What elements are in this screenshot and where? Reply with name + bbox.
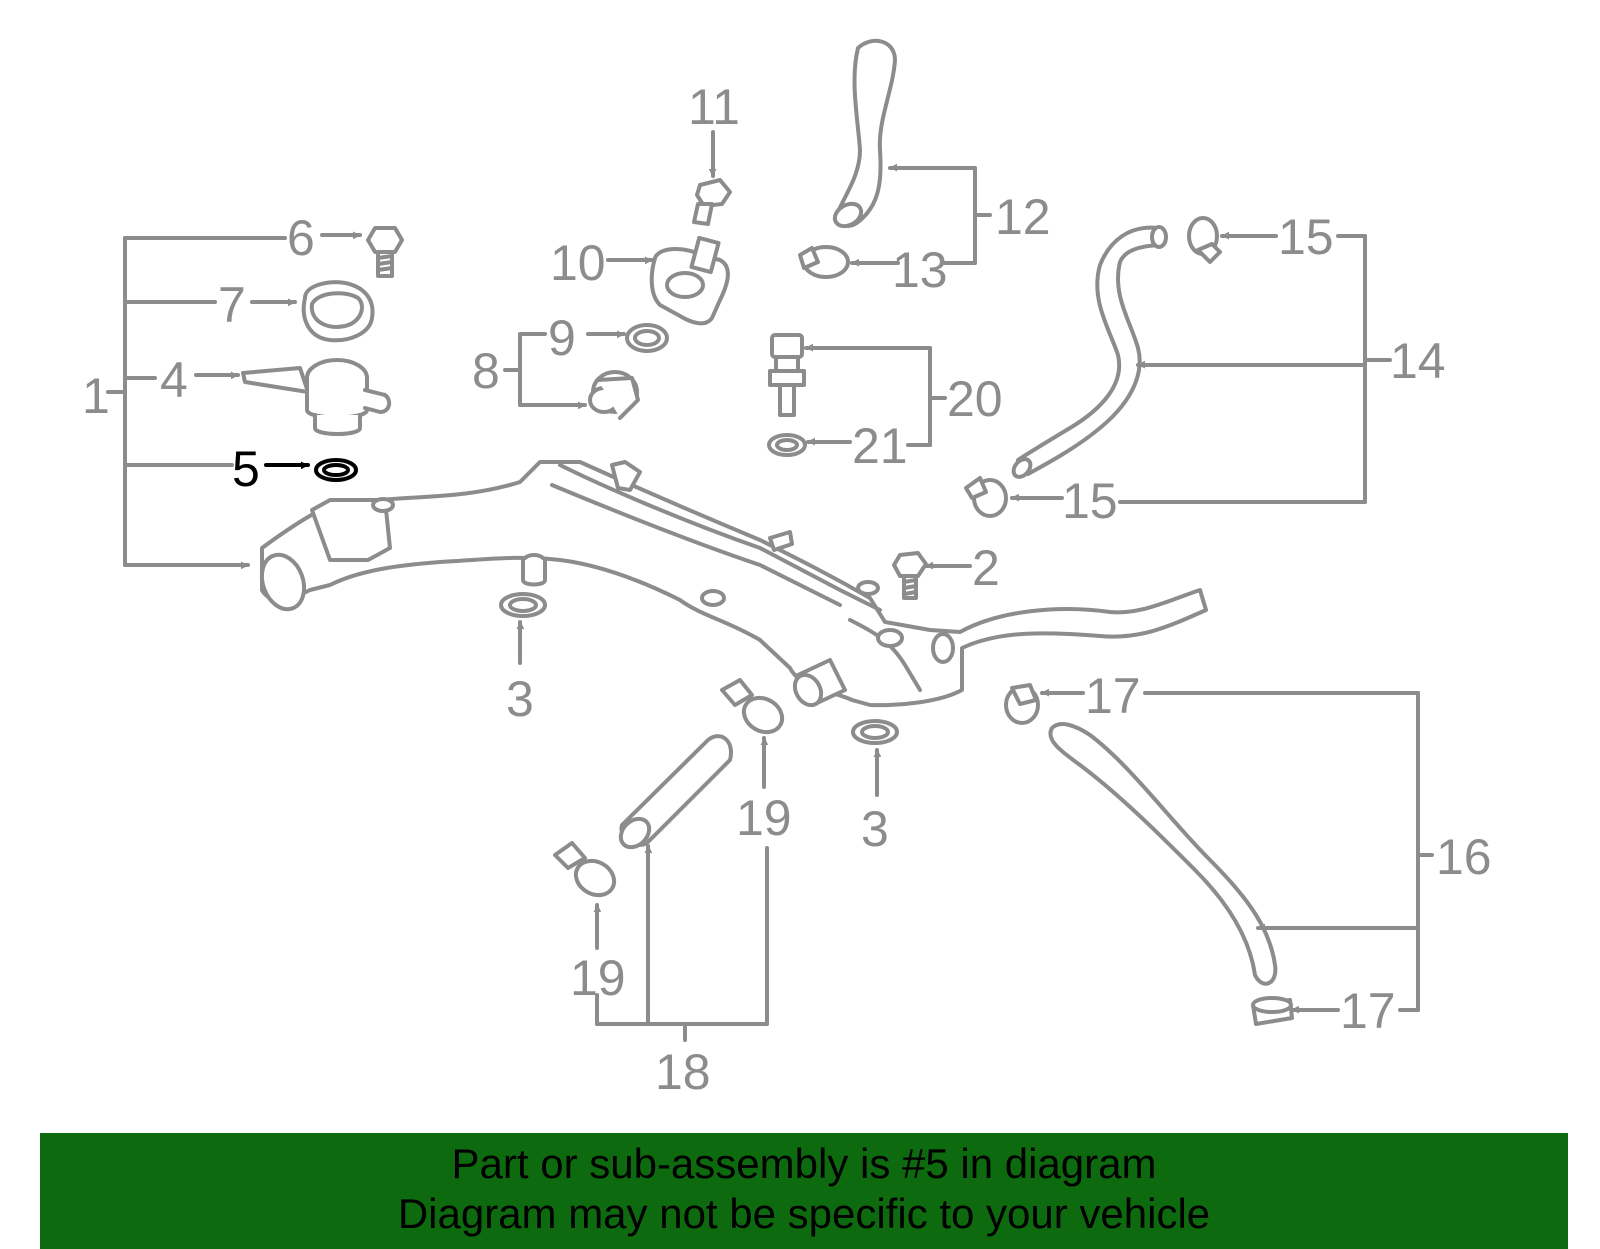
part-17-clamp-bottom[interactable] xyxy=(1251,996,1294,1026)
label-16: 16 xyxy=(1436,829,1492,885)
part-4-housing[interactable] xyxy=(241,358,392,436)
part-18-hose[interactable] xyxy=(615,734,733,853)
part-19-clamp-upper[interactable] xyxy=(720,678,788,739)
part-12-upper-hose[interactable] xyxy=(831,38,897,231)
callout-labels: 1 2 3 3 4 5 6 7 8 9 10 11 12 13 14 15 15… xyxy=(82,79,1492,1100)
part-10-outlet[interactable] xyxy=(649,235,730,326)
label-15-bottom: 15 xyxy=(1062,473,1118,529)
label-19-upper: 19 xyxy=(736,790,792,846)
label-20: 20 xyxy=(947,371,1003,427)
label-3-right: 3 xyxy=(861,801,889,857)
part-3-oring-right[interactable] xyxy=(851,719,899,745)
part-20-sensor[interactable] xyxy=(768,333,806,417)
label-7: 7 xyxy=(218,277,246,333)
part-7-cover[interactable] xyxy=(301,280,375,343)
part-13-clamp[interactable] xyxy=(798,245,850,279)
label-13: 13 xyxy=(892,242,948,298)
leader-lines xyxy=(106,130,1434,1042)
label-17-bottom: 17 xyxy=(1340,983,1396,1039)
label-17-top: 17 xyxy=(1085,668,1141,724)
part-8-thermostat[interactable] xyxy=(588,370,640,420)
water-pipe-assembly[interactable] xyxy=(255,460,1208,710)
part-5-gasket[interactable] xyxy=(314,458,358,482)
label-15-top: 15 xyxy=(1278,209,1334,265)
label-10: 10 xyxy=(550,235,606,291)
label-12: 12 xyxy=(995,189,1051,245)
info-banner: Part or sub-assembly is #5 in diagram Di… xyxy=(40,1133,1568,1249)
banner-line-1: Part or sub-assembly is #5 in diagram xyxy=(451,1140,1157,1187)
label-6: 6 xyxy=(287,210,315,266)
label-8: 8 xyxy=(472,343,500,399)
part-14-hose[interactable] xyxy=(1010,225,1168,480)
label-21: 21 xyxy=(852,418,908,474)
part-9-gasket[interactable] xyxy=(625,323,669,353)
part-11-bolt[interactable] xyxy=(692,178,732,226)
label-18: 18 xyxy=(655,1044,711,1100)
part-21-washer[interactable] xyxy=(767,433,807,457)
part-15-clamp-top[interactable] xyxy=(1187,216,1222,264)
part-19-clamp-lower[interactable] xyxy=(553,841,620,902)
label-19-lower: 19 xyxy=(570,950,626,1006)
part-6-bolt[interactable] xyxy=(366,226,404,278)
part-16-hose[interactable] xyxy=(1048,722,1278,986)
banner-line-2: Diagram may not be specific to your vehi… xyxy=(397,1190,1211,1237)
parts-diagram: 1 2 3 3 4 5 6 7 8 9 10 11 12 13 14 15 15… xyxy=(82,38,1492,1100)
label-9: 9 xyxy=(548,310,576,366)
label-1: 1 xyxy=(82,368,110,424)
label-5: 5 xyxy=(232,441,260,497)
label-3-left: 3 xyxy=(506,671,534,727)
part-15-clamp-bottom[interactable] xyxy=(964,476,1008,518)
label-14: 14 xyxy=(1390,333,1446,389)
part-17-clamp-top[interactable] xyxy=(1004,683,1040,725)
label-2: 2 xyxy=(972,540,1000,596)
label-11: 11 xyxy=(688,79,740,135)
part-2-bolt[interactable] xyxy=(892,551,928,600)
part-3-oring-left[interactable] xyxy=(499,592,547,618)
label-4: 4 xyxy=(160,352,188,408)
